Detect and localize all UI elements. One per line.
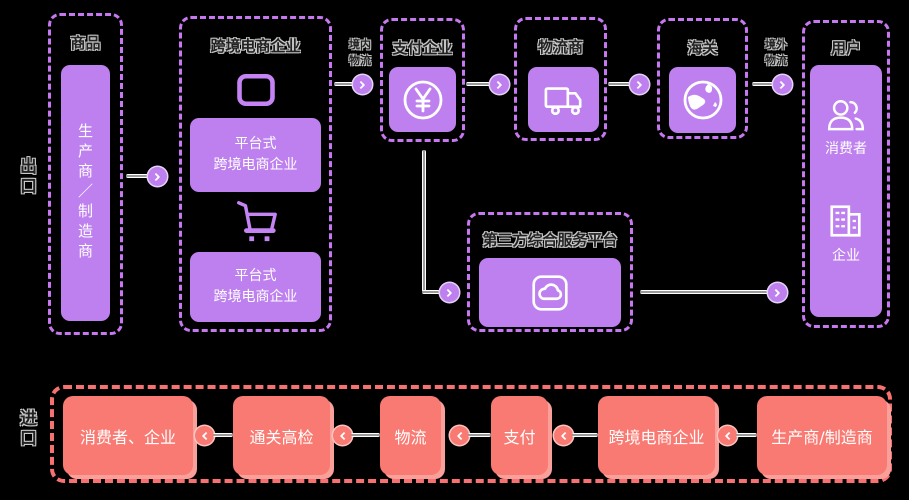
platform1-line2: 跨境电商企业 bbox=[213, 157, 298, 173]
producer-label: 生产商／制造商 bbox=[76, 123, 94, 263]
import-node-payment: 支付 bbox=[491, 396, 548, 475]
chevron-right-icon bbox=[630, 75, 649, 94]
export-side-label: 出口 bbox=[16, 157, 36, 197]
import-node-consumers: 消费者、企业 bbox=[63, 396, 193, 475]
platform-ecommerce-node-1: 平台式 跨境电商企业 bbox=[190, 118, 321, 192]
payment-node bbox=[389, 67, 456, 132]
chevron-right-icon bbox=[773, 75, 792, 94]
chevron-left-icon bbox=[333, 426, 352, 445]
users-title: 用户 bbox=[830, 39, 861, 57]
import-node-logistics: 物流 bbox=[380, 396, 441, 475]
logistics-node bbox=[528, 67, 599, 132]
chevron-right-icon bbox=[353, 75, 372, 94]
product-title: 商品 bbox=[70, 34, 101, 52]
logistics-frame: 物流商 bbox=[514, 17, 607, 141]
enterprise-building-icon bbox=[827, 202, 865, 240]
chevron-left-icon bbox=[718, 426, 737, 445]
connector-line bbox=[422, 150, 426, 292]
connector-line bbox=[468, 433, 491, 437]
platform2-line1: 平台式 bbox=[234, 268, 277, 284]
ecommerce-title: 跨境电商企业 bbox=[210, 37, 301, 55]
shopping-cart-icon bbox=[233, 197, 279, 245]
ecommerce-frame: 跨境电商企业 平台式 跨境电商企业 平台式 跨境电商企业 bbox=[179, 16, 332, 332]
chevron-left-icon bbox=[554, 426, 573, 445]
customs-node bbox=[669, 67, 736, 133]
enterprise-label: 企业 bbox=[832, 248, 860, 264]
platform-ecommerce-node-2: 平台式 跨境电商企业 bbox=[190, 252, 321, 322]
consumers-icon bbox=[823, 97, 869, 133]
import-side-label: 进口 bbox=[16, 409, 36, 449]
platform1-line1: 平台式 bbox=[234, 136, 277, 152]
chevron-left-icon bbox=[195, 426, 214, 445]
users-frame: 用户 消费者 企业 bbox=[802, 20, 890, 328]
domestic-logistics-label: 境内 物流 bbox=[349, 38, 371, 67]
customs-title: 海关 bbox=[687, 39, 718, 57]
connector-line bbox=[334, 82, 355, 86]
import-node-ecommerce: 跨境电商企业 bbox=[598, 396, 715, 475]
service-platform-frame: 第三方综合服务平台 bbox=[467, 212, 633, 332]
import-node-producer: 生产商/制造商 bbox=[757, 396, 887, 475]
truck-icon bbox=[541, 80, 587, 120]
platform2-line2: 跨境电商企业 bbox=[213, 289, 298, 305]
connector-line bbox=[572, 433, 598, 437]
import-frame bbox=[50, 385, 892, 483]
connector-line bbox=[752, 82, 775, 86]
connector-line bbox=[126, 174, 150, 178]
overseas-logistics-label: 境外 物流 bbox=[765, 38, 787, 67]
payment-title: 支付企业 bbox=[392, 39, 453, 57]
chevron-right-icon bbox=[490, 75, 509, 94]
globe-icon bbox=[679, 76, 727, 124]
logistics-title: 物流商 bbox=[537, 38, 583, 56]
chevron-right-icon bbox=[768, 283, 787, 302]
customs-frame: 海关 bbox=[657, 18, 748, 139]
connector-line bbox=[351, 433, 380, 437]
chevron-right-icon bbox=[148, 167, 167, 186]
payment-frame: 支付企业 bbox=[380, 18, 465, 142]
connector-line bbox=[640, 290, 770, 294]
chevron-left-icon bbox=[450, 426, 469, 445]
consumer-label: 消费者 bbox=[825, 141, 867, 157]
connector-line bbox=[736, 433, 757, 437]
producer-node: 生产商／制造商 bbox=[61, 65, 110, 321]
connector-line bbox=[422, 290, 442, 294]
cloud-platform-icon bbox=[527, 270, 573, 316]
import-node-customs: 通关高检 bbox=[233, 396, 330, 475]
service-platform-node bbox=[479, 258, 621, 327]
product-frame: 商品 生产商／制造商 bbox=[48, 13, 123, 335]
service-platform-title: 第三方综合服务平台 bbox=[482, 231, 618, 249]
monitor-icon bbox=[234, 71, 278, 109]
connector-line bbox=[213, 433, 233, 437]
users-node: 消费者 企业 bbox=[810, 65, 882, 317]
yen-currency-icon bbox=[399, 76, 447, 124]
chevron-right-icon bbox=[440, 283, 459, 302]
connector-line bbox=[466, 82, 492, 86]
connector-line bbox=[608, 82, 632, 86]
